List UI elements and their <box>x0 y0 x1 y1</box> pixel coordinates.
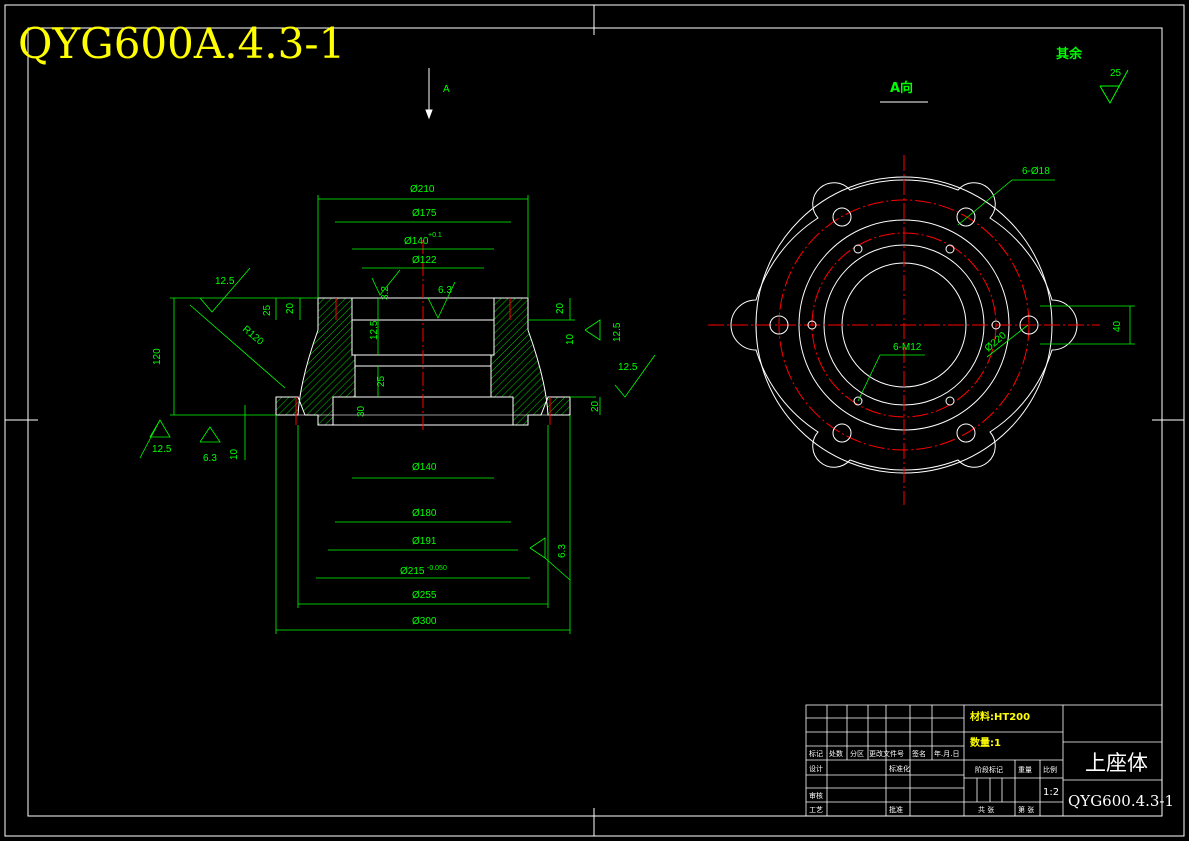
tb-design: 设计 <box>809 764 823 773</box>
roughness-r3: 6.3 <box>203 453 217 464</box>
tb-sheets-total: 共 张 <box>978 805 994 814</box>
dim-d300: Ø300 <box>412 616 437 627</box>
view-w40: 40 <box>1112 320 1123 332</box>
tb-col-zone: 分区 <box>850 749 864 758</box>
view-holes: 6-Ø18 <box>1022 166 1050 177</box>
roughness-r4: 3.2 <box>380 286 391 300</box>
view-a <box>708 155 1135 505</box>
dim-d215-tol: -0.050 <box>427 565 447 572</box>
tb-col-count: 处数 <box>829 749 843 758</box>
dim-d255: Ø255 <box>412 590 437 601</box>
drawing-frame <box>4 4 1185 837</box>
section-arrow-label: A <box>443 84 450 95</box>
dim-h10-right: 10 <box>565 333 576 345</box>
dim-h20-flange: 20 <box>590 400 601 412</box>
tb-code: QYG600.4.3-1 <box>1068 792 1174 810</box>
dim-h30: 30 <box>356 405 367 417</box>
tb-scale: 1:2 <box>1043 787 1059 798</box>
tb-weight: 重量 <box>1018 766 1032 774</box>
drawing-number: QYG600A.4.3-1 <box>18 19 345 68</box>
tb-quantity: 数量:1 <box>970 736 1001 749</box>
tb-ratio: 比例 <box>1043 765 1057 774</box>
roughness-r5: 6.3 <box>438 285 452 296</box>
roughness-r1: 12.5 <box>215 276 235 287</box>
section-body-right <box>490 297 571 426</box>
section-view <box>275 240 571 430</box>
dim-d210: Ø210 <box>410 184 435 195</box>
tb-col-date: 年.月.日 <box>934 749 959 758</box>
dim-d180: Ø180 <box>412 508 437 519</box>
other-roughness-icon <box>1099 69 1129 105</box>
tb-col-change: 更改文件号 <box>869 749 904 758</box>
section-arrow <box>425 68 433 120</box>
tb-check: 审核 <box>809 791 823 800</box>
title-block <box>805 704 1163 817</box>
tb-col-mark: 标记 <box>809 749 823 758</box>
tb-sheet-no: 第 张 <box>1018 805 1034 814</box>
dim-d140-tol: +0.1 <box>428 232 442 239</box>
tb-standard: 标准化 <box>889 764 910 773</box>
dim-d122: Ø122 <box>412 255 437 266</box>
tb-col-sign: 签名 <box>912 749 926 758</box>
other-roughness-label: 其余 <box>1056 46 1083 62</box>
tb-stage-mark: 阶段标记 <box>975 765 1003 774</box>
dim-d215: Ø215 <box>400 566 425 577</box>
dim-h12-5: 12.5 <box>369 320 380 340</box>
other-roughness-value: 25 <box>1110 68 1122 79</box>
tb-material: 材料:HT200 <box>970 710 1030 723</box>
roughness-r8: 6.3 <box>557 544 568 558</box>
view-label: A向 <box>890 80 913 96</box>
dim-r120: R120 <box>240 324 266 348</box>
tb-approve: 批准 <box>889 805 903 814</box>
section-body-left <box>275 297 356 426</box>
flange-outline <box>730 179 1078 471</box>
dim-d191: Ø191 <box>412 536 437 547</box>
dim-d175: Ø175 <box>412 208 437 219</box>
tb-process: 工艺 <box>809 806 823 814</box>
view-threads: 6-M12 <box>893 342 922 353</box>
dim-d140-top: Ø140 <box>404 236 429 247</box>
dim-h20-left: 20 <box>285 302 296 314</box>
tb-part-name: 上座体 <box>1085 751 1148 775</box>
roughness-r7: 12.5 <box>618 362 638 373</box>
roughness-symbols <box>139 267 656 581</box>
dim-h120: 120 <box>152 348 163 365</box>
dim-h10-left: 10 <box>229 448 240 460</box>
roughness-r2: 12.5 <box>152 444 172 455</box>
dim-h25: 25 <box>262 304 273 316</box>
dim-h25-mid: 25 <box>376 375 387 387</box>
roughness-r6: 12.5 <box>612 322 623 342</box>
dim-d140-bot: Ø140 <box>412 462 437 473</box>
dim-h20-right: 20 <box>555 302 566 314</box>
section-dimensions <box>170 195 601 634</box>
